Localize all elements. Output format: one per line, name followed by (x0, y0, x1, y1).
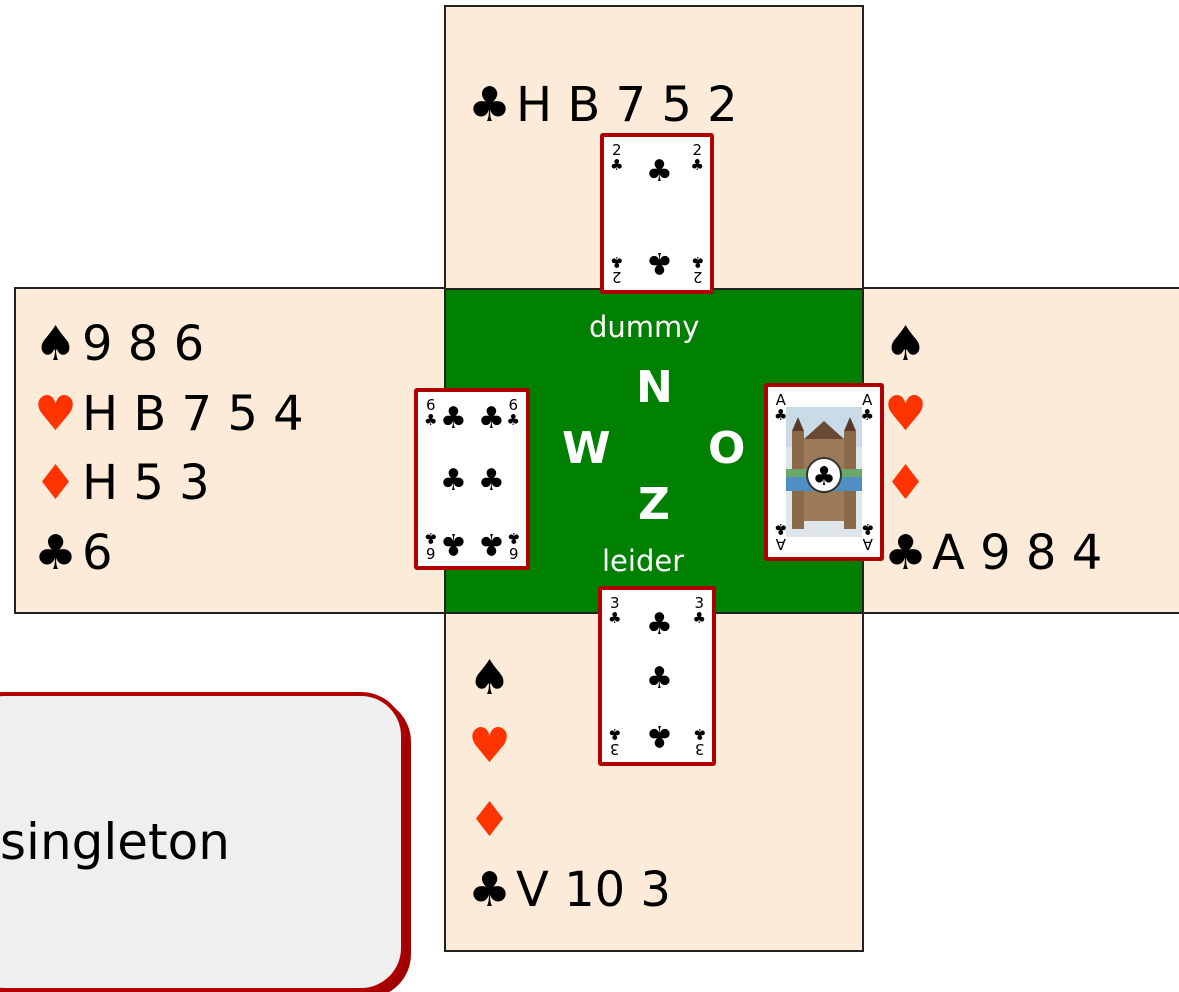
card-index-top-right: 3♣ (693, 596, 706, 626)
played-card-north: 2♣ 2♣ ♣ ♣ 2♣ 2♣ (600, 133, 714, 294)
north-role-label: dummy (589, 312, 699, 342)
card-index-top-left: 3♣ (608, 596, 621, 626)
compass-west: W (562, 427, 611, 471)
club-icon: ♣ (478, 528, 505, 558)
west-hearts-row: ♥H B 7 5 4 (34, 386, 304, 442)
club-icon: ♣ (468, 77, 516, 133)
east-hearts-row: ♥ (884, 386, 932, 442)
south-diamonds-row: ♦ (468, 792, 516, 848)
club-icon: ♣ (646, 664, 673, 694)
card-index-bottom-left: 6♣ (424, 530, 437, 560)
west-diamonds-cards: H 5 3 (82, 455, 210, 511)
north-clubs-cards: H B 7 5 2 (516, 77, 738, 133)
east-clubs-cards: A 9 8 4 (932, 525, 1102, 581)
played-card-west: 6♣ 6♣ ♣ ♣ ♣ ♣ ♣ ♣ 6♣ 6♣ (414, 388, 530, 570)
card-index-bottom-left: 3♣ (608, 726, 621, 756)
club-icon: ♣ (478, 466, 505, 496)
castle-illustration: ♣ (786, 407, 862, 537)
spade-icon: ♠ (884, 316, 932, 372)
west-hearts-cards: H B 7 5 4 (82, 386, 304, 442)
diamond-icon: ♦ (884, 455, 932, 511)
svg-text:♣: ♣ (812, 462, 835, 492)
heart-icon: ♥ (884, 386, 932, 442)
card-index-top-left: 2♣ (610, 143, 623, 173)
compass-east: O (708, 427, 745, 471)
card-index-bottom-right: 6♣ (507, 530, 520, 560)
note-text: singleton (0, 812, 230, 872)
card-index-top-right: 6♣ (507, 398, 520, 428)
played-card-south: 3♣ 3♣ ♣ ♣ ♣ 3♣ 3♣ (598, 586, 716, 766)
west-hand-panel: ♠9 8 6 ♥H B 7 5 4 ♦H 5 3 ♣6 (14, 287, 446, 614)
south-hearts-row: ♥ (468, 718, 516, 774)
diamond-icon: ♦ (34, 455, 82, 511)
club-icon: ♣ (440, 404, 467, 434)
compass-south: Z (638, 483, 670, 527)
club-icon: ♣ (440, 466, 467, 496)
north-clubs-row: ♣H B 7 5 2 (468, 77, 738, 133)
card-index-top-right: 2♣ (691, 143, 704, 173)
played-card-east: A♣ A♣ ♣ A♣ A♣ (764, 383, 884, 561)
card-index-bottom-right: 2♣ (691, 254, 704, 284)
card-index-bottom-left: 2♣ (610, 254, 623, 284)
spade-icon: ♠ (34, 316, 82, 372)
card-index-top-left: 6♣ (424, 398, 437, 428)
west-spades-cards: 9 8 6 (82, 316, 204, 372)
club-icon: ♣ (440, 528, 467, 558)
card-index-bottom-right: A♣ (861, 521, 874, 551)
card-index-bottom-right: 3♣ (693, 726, 706, 756)
south-clubs-row: ♣V 10 3 (468, 862, 671, 918)
south-clubs-cards: V 10 3 (516, 862, 671, 918)
club-icon: ♣ (34, 525, 82, 581)
south-role-label: leider (602, 546, 684, 576)
west-spades-row: ♠9 8 6 (34, 316, 204, 372)
heart-icon: ♥ (468, 718, 516, 774)
east-hand-panel: ♠ ♥ ♦ ♣A 9 8 4 (862, 287, 1179, 614)
east-clubs-row: ♣A 9 8 4 (884, 525, 1102, 581)
east-spades-row: ♠ (884, 316, 932, 372)
club-icon: ♣ (884, 525, 932, 581)
card-index-bottom-left: A♣ (774, 521, 787, 551)
club-icon: ♣ (646, 720, 673, 750)
compass-north: N (636, 366, 673, 410)
card-index-top-right: A♣ (861, 393, 874, 423)
west-clubs-row: ♣6 (34, 525, 113, 581)
diamond-icon: ♦ (468, 792, 516, 848)
club-icon: ♣ (646, 610, 673, 640)
spade-icon: ♠ (468, 650, 516, 706)
east-diamonds-row: ♦ (884, 455, 932, 511)
heart-icon: ♥ (34, 386, 82, 442)
west-clubs-cards: 6 (82, 525, 113, 581)
south-spades-row: ♠ (468, 650, 516, 706)
club-icon: ♣ (646, 157, 673, 187)
club-icon: ♣ (478, 404, 505, 434)
club-icon: ♣ (646, 247, 673, 277)
club-icon: ♣ (468, 862, 516, 918)
west-diamonds-row: ♦H 5 3 (34, 455, 210, 511)
